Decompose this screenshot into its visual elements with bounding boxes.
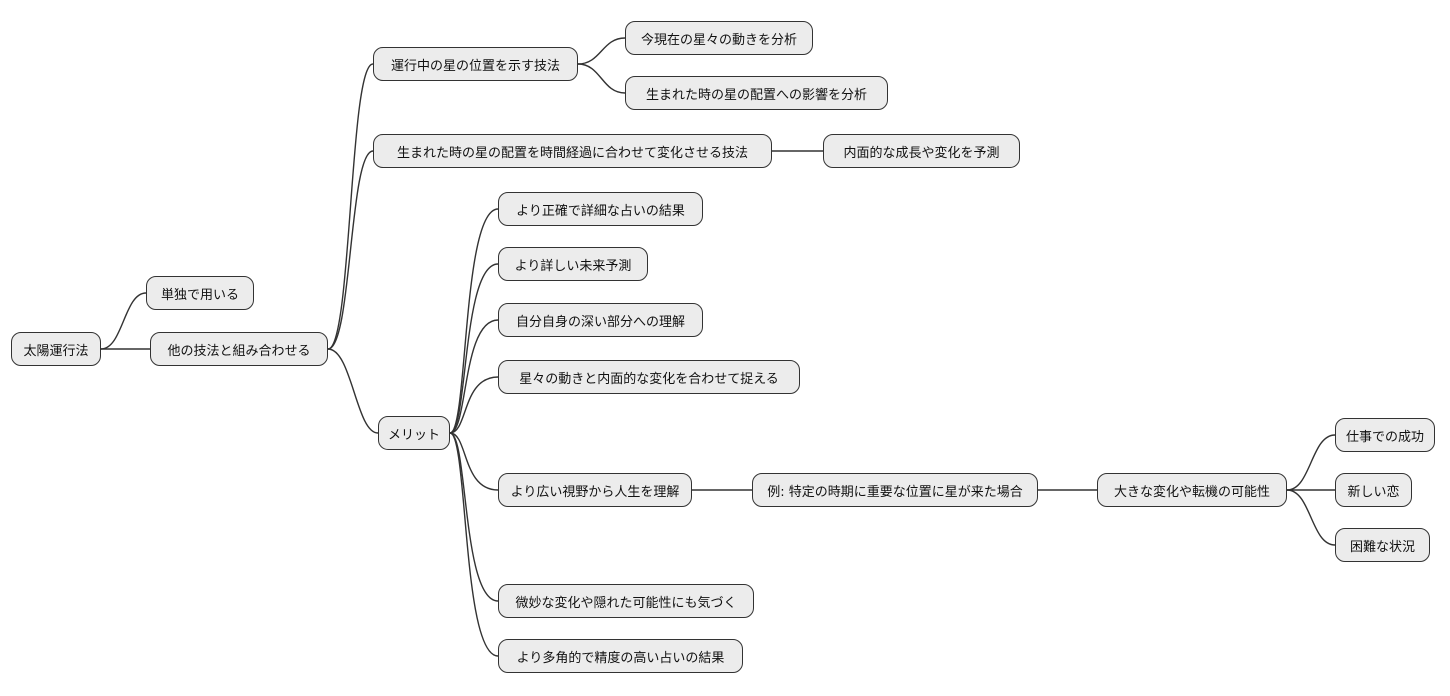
edge-combine-to-merit [327,348,379,434]
edge-merit-to-capture [449,376,499,434]
mindmap-node-standalone: 単独で用いる [146,276,254,310]
edge-merit-to-future [449,263,499,434]
mindmap-node-self: 自分自身の深い部分への理解 [498,303,703,337]
mindmap-node-example: 例: 特定の時期に重要な位置に星が来た場合 [752,473,1038,507]
edge-merit-to-perspective [449,432,499,491]
mindmap-node-perspective: より広い視野から人生を理解 [498,473,692,507]
mindmap-node-change: 大きな変化や転機の可能性 [1097,473,1287,507]
mindmap-node-future: より詳しい未来予測 [498,247,648,281]
mindmap-node-love: 新しい恋 [1335,473,1412,507]
mindmap-node-accurate: より正確で詳細な占いの結果 [498,192,703,226]
mindmap-node-capture: 星々の動きと内面的な変化を合わせて捉える [498,360,800,394]
edge-root-to-standalone [100,292,147,350]
edge-merit-to-accurate [449,208,499,434]
mindmap-node-growth: 内面的な成長や変化を予測 [823,134,1020,168]
edge-transit-to-current [577,37,626,65]
mindmap-node-transit: 運行中の星の位置を示す技法 [373,47,578,81]
edge-change-to-work [1286,434,1336,491]
edge-merit-to-self [449,319,499,434]
mindmap-node-combine: 他の技法と組み合わせる [150,332,328,366]
mindmap-node-multifaceted: より多角的で精度の高い占いの結果 [498,639,743,673]
edge-combine-to-transit [327,63,374,350]
mindmap-node-merit: メリット [378,416,450,450]
mindmap-node-subtle: 微妙な変化や隠れた可能性にも気づく [498,584,754,618]
mindmap-node-natal: 生まれた時の星の配置への影響を分析 [625,76,888,110]
edge-merit-to-subtle [449,432,499,602]
edge-change-to-difficulty [1286,489,1336,546]
mindmap-node-work: 仕事での成功 [1335,418,1435,452]
mindmap-node-difficulty: 困難な状況 [1335,528,1430,562]
mindmap-node-progression: 生まれた時の星の配置を時間経過に合わせて変化させる技法 [373,134,772,168]
edge-combine-to-progression [327,150,374,350]
edge-transit-to-natal [577,63,626,94]
mindmap-node-current: 今現在の星々の動きを分析 [625,21,813,55]
mindmap-node-root: 太陽運行法 [11,332,101,366]
edge-merit-to-multifaceted [449,432,499,657]
